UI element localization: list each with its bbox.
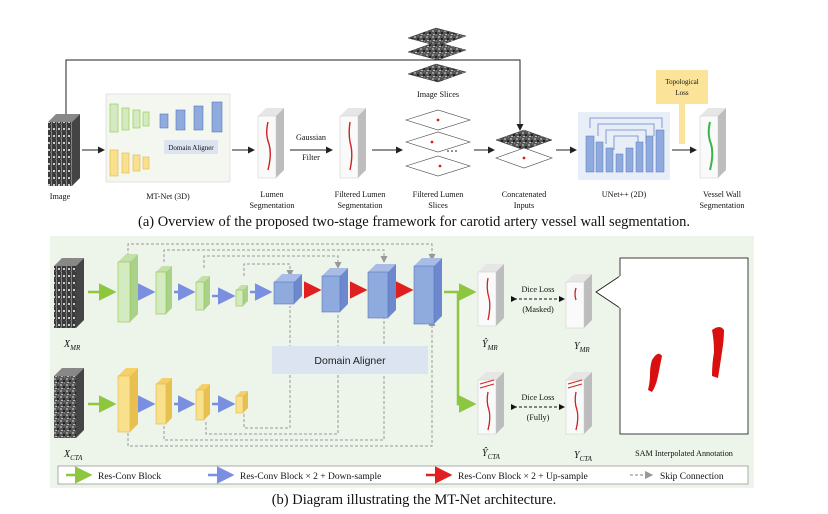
pred-mr-volume [477,264,504,327]
filtered-lumen-seg-label-2: Segmentation [337,201,382,210]
filtered-lumen-slices-label-2: Slices [428,201,448,210]
legend-item-down-sample: Res-Conv Block × 2 + Down-sample [208,466,381,484]
filtered-lumen-slices-label-1: Filtered Lumen [413,190,464,199]
skip-connections-top [127,243,436,277]
mtnet-blue-blocks [159,101,223,133]
yhat-mr-label: ŶMR [482,338,498,352]
x-mr-label: XMR [63,339,81,352]
dice-loss-masked-label-1: Dice Loss [522,285,555,294]
x-cta-label: XCTA [63,449,83,462]
image-label: Image [50,192,71,201]
input-mr-volume [54,258,84,328]
topo-loss-label-1: Topological [665,78,698,86]
domain-aligner-label: Domain Aligner [314,355,386,367]
image-slices-label: Image Slices [417,90,459,99]
sam-label: SAM Interpolated Annotation [635,449,733,458]
mtnet-label: MT-Net (3D) [146,192,190,201]
mtnet-yellow-blocks [109,149,150,177]
decoder [273,258,442,325]
arrow-out-cta [456,292,477,413]
y-mr-label: YMR [574,341,590,354]
image-skip-arrow [65,59,524,131]
panel-a: Image [48,27,745,210]
gt-cta-volume [565,372,592,435]
encoder-cta [117,368,248,433]
concat-inputs-stack [495,129,553,169]
encoder-mr [117,254,248,323]
mtnet-thumbnail: Domain Aligner [105,93,231,183]
mtnet-domain-aligner-box [164,140,218,154]
domain-aligner-box [272,346,428,374]
concat-label-1: Concatenated [502,190,547,199]
vessel-wall-label-1: Vessel Wall [703,190,742,199]
caption-a: (a) Overview of the proposed two-stage f… [137,214,690,230]
topo-loss-label-2: Loss [675,89,689,97]
dice-loss-fully-label-2: (Fully) [527,413,550,422]
dice-loss-fully-label-1: Dice Loss [522,393,555,402]
legend-box [57,465,749,485]
svg-text:Res-Conv Block: Res-Conv Block [98,472,161,482]
sam-annotation-left [648,353,662,392]
gt-mr-volume [565,274,592,329]
input-cta-volume [54,368,84,438]
filtered-lumen-seg-label-1: Filtered Lumen [335,190,386,199]
lumen-seg-volume [257,108,284,179]
legend-item-skip: Skip Connection [630,470,724,482]
mtnet-green-blocks [109,103,150,133]
svg-text:Res-Conv Block × 2 + Up-sample: Res-Conv Block × 2 + Up-sample [458,472,588,482]
vessel-wall-volume [699,108,726,179]
lumen-seg-label-1: Lumen [260,190,283,199]
sam-panel [619,257,749,435]
topo-loss-connector [679,104,685,144]
panel-b: XMR XCTA [50,236,754,488]
filtered-lumen-volume [339,108,366,179]
concat-label-2: Inputs [514,201,534,210]
svg-text:Skip Connection: Skip Connection [660,472,724,482]
svg-text:Res-Conv Block × 2 + Down-samp: Res-Conv Block × 2 + Down-sample [240,472,381,482]
vessel-wall-label-2: Segmentation [699,201,744,210]
legend-item-up-sample: Res-Conv Block × 2 + Up-sample [426,466,588,484]
lumen-seg-label-2: Segmentation [249,201,294,210]
image-slices-stack [407,27,467,83]
pred-cta-volume [477,372,504,435]
sam-annotation-right [712,327,724,378]
gaussian-label-2: Filter [302,153,320,162]
unet-label: UNet++ (2D) [602,190,647,199]
topo-loss-box [656,70,708,104]
gaussian-label-1: Gaussian [296,133,326,142]
dice-loss-masked-label-2: (Masked) [522,305,554,314]
legend-item-res-conv: Res-Conv Block [66,466,161,484]
mtnet-domain-aligner-label: Domain Aligner [168,144,214,152]
y-cta-label: YCTA [574,450,593,463]
input-image-volume [48,114,80,186]
caption-b: (b) Diagram illustrating the MT-Net arch… [271,492,557,508]
legend: Res-Conv Block Res-Conv Block × 2 + Down… [57,465,749,485]
unet-diagram [578,112,670,180]
yhat-cta-label: ŶCTA [482,447,501,461]
filtered-lumen-slices-stack [404,109,472,177]
